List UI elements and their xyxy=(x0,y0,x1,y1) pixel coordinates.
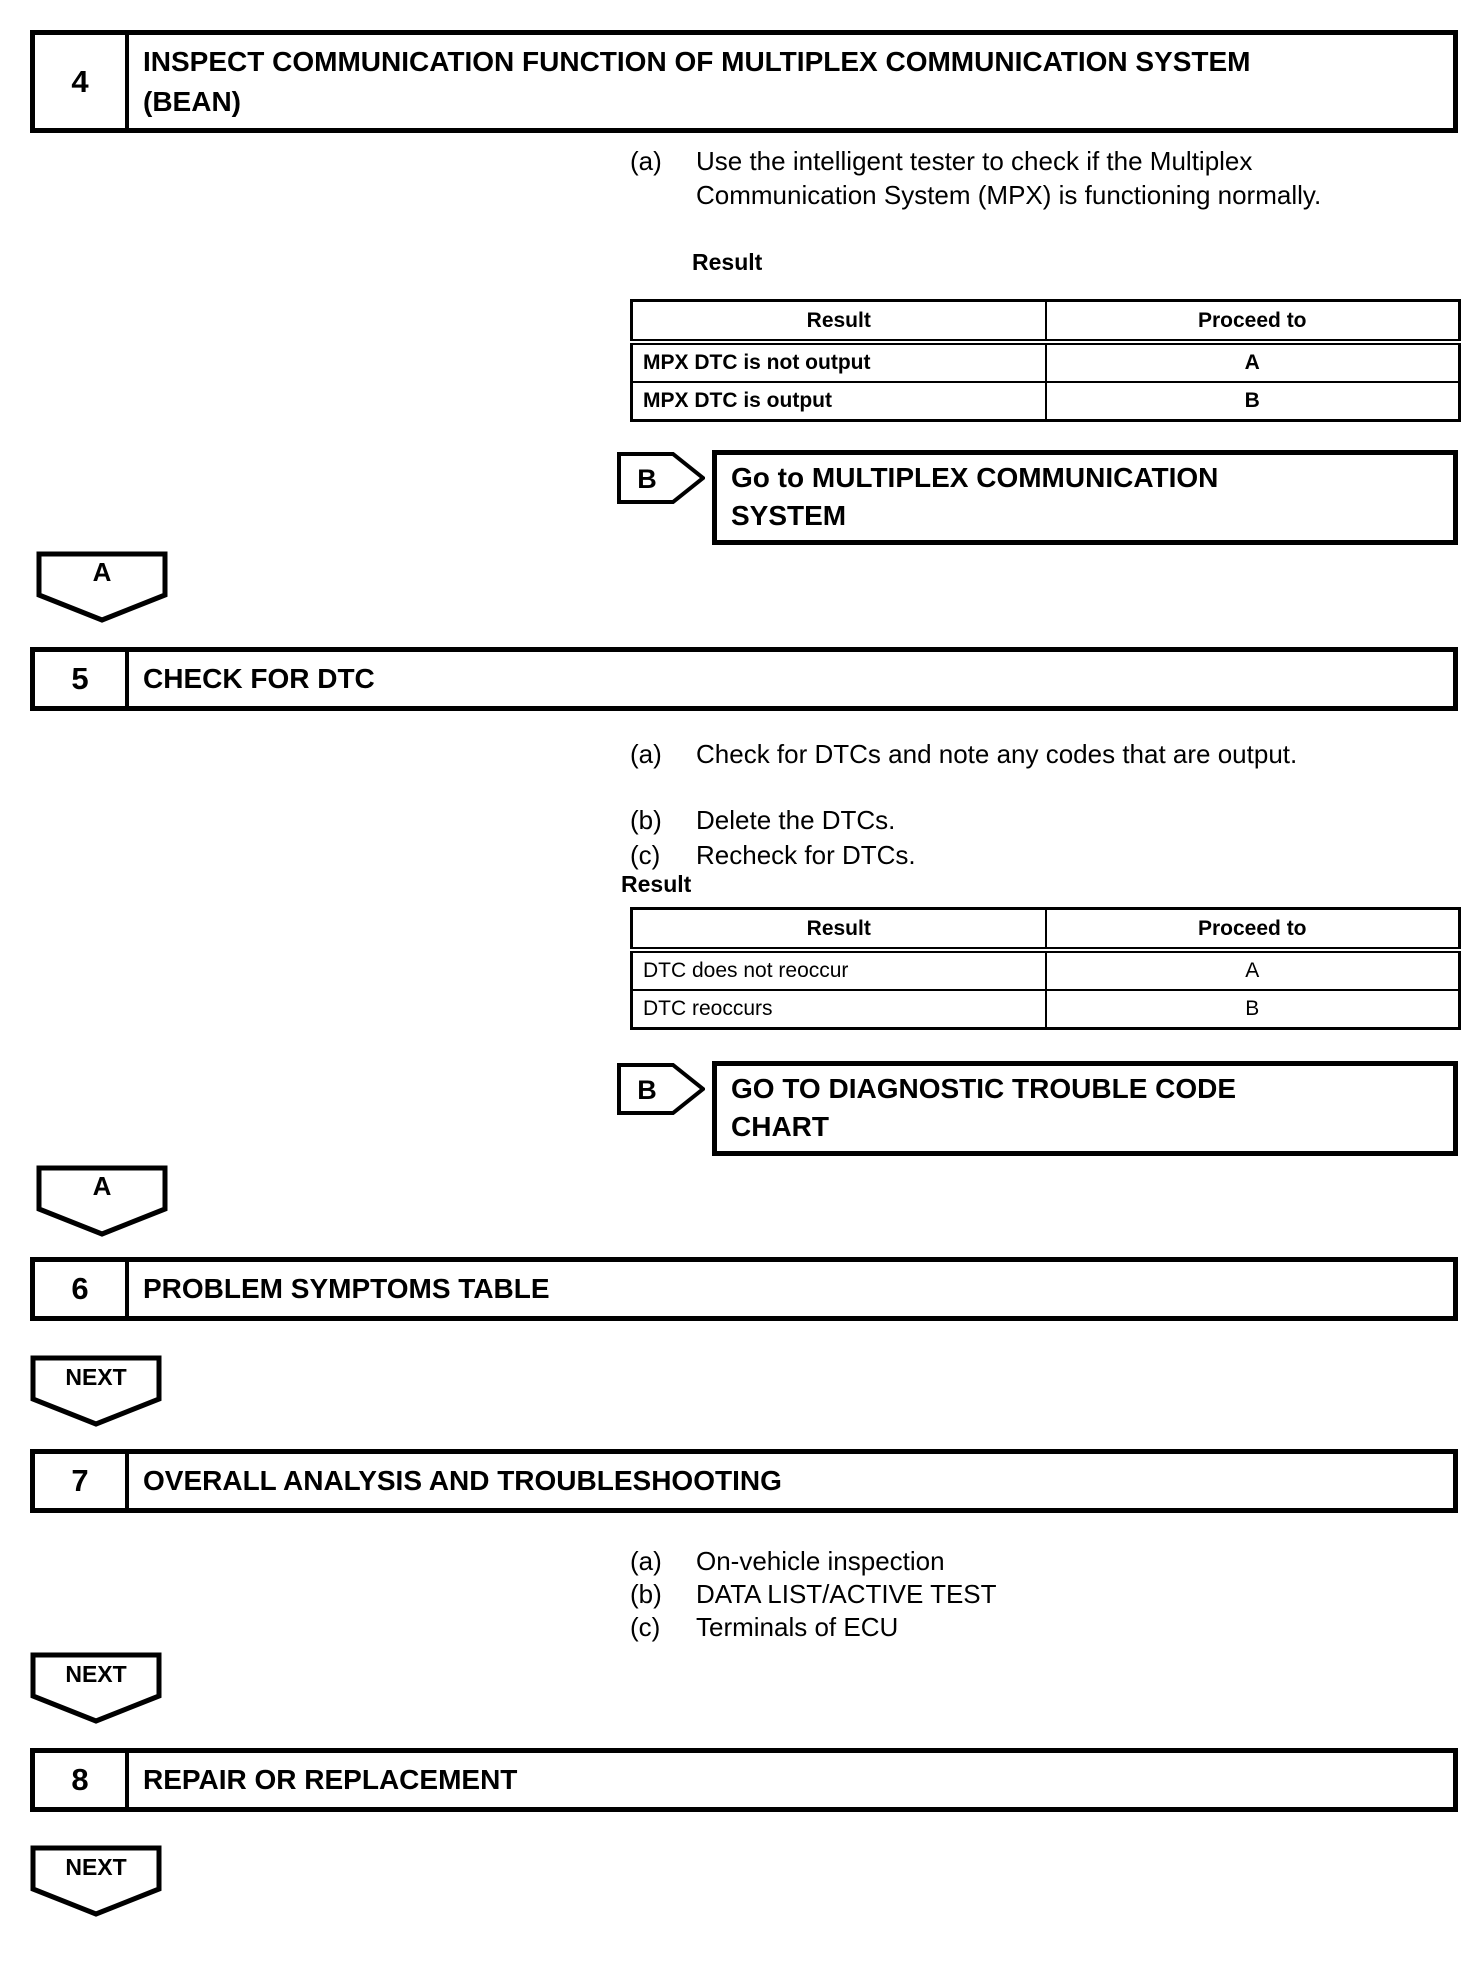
step-title: INSPECT COMMUNICATION FUNCTION OF MULTIP… xyxy=(143,45,1251,117)
step-title: PROBLEM SYMPTOMS TABLE xyxy=(143,1273,550,1304)
step-header-5: 5 CHECK FOR DTC xyxy=(30,647,1458,711)
right-arrow-pentagon-icon: B xyxy=(617,1063,705,1115)
down-pentagon-icon xyxy=(30,1652,162,1724)
instruction-row: (c) Terminals of ECU xyxy=(630,1610,898,1644)
step-title: CHECK FOR DTC xyxy=(143,663,375,694)
proceed-cell: A xyxy=(1044,341,1461,383)
result-heading: Result xyxy=(621,871,692,897)
connector-label: A xyxy=(92,557,112,587)
next-marker: NEXT xyxy=(30,1845,162,1917)
table-row: DTC reoccurs B xyxy=(630,989,1461,1030)
connector-label: NEXT xyxy=(65,1661,127,1687)
proceed-column-header: Proceed to xyxy=(1044,907,1461,953)
next-marker: NEXT xyxy=(30,1355,162,1427)
table-row: MPX DTC is not output A xyxy=(630,341,1461,383)
proceed-cell: B xyxy=(1044,381,1461,422)
instruction-label: (c) xyxy=(630,1612,661,1642)
step-title: REPAIR OR REPLACEMENT xyxy=(143,1764,518,1795)
table-row: MPX DTC is output B xyxy=(630,381,1461,422)
instruction-label: (a) xyxy=(630,739,662,769)
connector-label: NEXT xyxy=(65,1364,127,1390)
instruction-row: (b) Delete the DTCs. xyxy=(630,803,895,837)
next-marker: NEXT xyxy=(30,1652,162,1724)
instruction-text: Terminals of ECU xyxy=(696,1612,899,1642)
result-cell: DTC does not reoccur xyxy=(630,949,1047,991)
connector-a-marker: A xyxy=(36,1165,168,1237)
result-table: Result Proceed to DTC does not reoccur A… xyxy=(630,907,1461,1030)
right-arrow-pentagon-icon: B xyxy=(617,452,705,504)
step-number: 5 xyxy=(35,652,129,706)
result-heading: Result xyxy=(692,249,763,275)
instruction-text: Recheck for DTCs. xyxy=(696,840,916,870)
step-number: 8 xyxy=(35,1753,129,1807)
result-column-header: Result xyxy=(630,299,1047,345)
down-pentagon-icon xyxy=(30,1845,162,1917)
instruction-label: (b) xyxy=(630,1579,662,1609)
branch-action-box: Go to MULTIPLEX COMMUNICATION SYSTEM xyxy=(712,450,1458,545)
down-pentagon-icon xyxy=(36,1165,168,1237)
proceed-cell: A xyxy=(1044,949,1461,991)
result-cell: MPX DTC is not output xyxy=(630,341,1047,383)
connector-a-marker: A xyxy=(36,551,168,623)
instruction-text: Check for DTCs and note any codes that a… xyxy=(696,739,1298,769)
down-pentagon-icon xyxy=(30,1355,162,1427)
instruction-row: (a) Check for DTCs and note any codes th… xyxy=(630,737,1297,771)
instruction-label: (a) xyxy=(630,146,662,176)
step-number: 7 xyxy=(35,1454,129,1508)
branch-b-marker: B xyxy=(617,452,705,504)
result-table: Result Proceed to MPX DTC is not output … xyxy=(630,299,1461,422)
instruction-text: Delete the DTCs. xyxy=(696,805,896,835)
down-pentagon-icon xyxy=(36,551,168,623)
instruction-row: (b) DATA LIST/ACTIVE TEST xyxy=(630,1577,997,1611)
table-row: DTC does not reoccur A xyxy=(630,949,1461,991)
result-column-header: Result xyxy=(630,907,1047,953)
step-header-6: 6 PROBLEM SYMPTOMS TABLE xyxy=(30,1257,1458,1321)
step-header-7: 7 OVERALL ANALYSIS AND TROUBLESHOOTING xyxy=(30,1449,1458,1513)
connector-label: NEXT xyxy=(65,1854,127,1880)
instruction-label: (c) xyxy=(630,840,661,870)
instruction-row: (c) Recheck for DTCs. xyxy=(630,838,916,872)
instruction-text: DATA LIST/ACTIVE TEST xyxy=(696,1579,997,1609)
connector-label: A xyxy=(92,1171,112,1201)
table-header-row: Result Proceed to xyxy=(630,299,1461,345)
branch-marker-label: B xyxy=(637,464,657,494)
result-cell: MPX DTC is output xyxy=(630,381,1047,422)
step-title: OVERALL ANALYSIS AND TROUBLESHOOTING xyxy=(143,1465,782,1496)
branch-action-box: GO TO DIAGNOSTIC TROUBLE CODE CHART xyxy=(712,1061,1458,1156)
proceed-cell: B xyxy=(1044,989,1461,1030)
instruction-label: (a) xyxy=(630,1546,662,1576)
step-header-8: 8 REPAIR OR REPLACEMENT xyxy=(30,1748,1458,1812)
table-header-row: Result Proceed to xyxy=(630,907,1461,953)
step-number: 4 xyxy=(35,35,129,128)
instruction-text: On-vehicle inspection xyxy=(696,1546,945,1576)
instruction-label: (b) xyxy=(630,805,662,835)
step-number: 6 xyxy=(35,1262,129,1316)
instruction-row: (a) Use the intelligent tester to check … xyxy=(630,144,1321,212)
proceed-column-header: Proceed to xyxy=(1044,299,1461,345)
instruction-row: (a) On-vehicle inspection xyxy=(630,1544,945,1578)
branch-b-marker: B xyxy=(617,1063,705,1115)
branch-marker-label: B xyxy=(637,1075,657,1105)
result-cell: DTC reoccurs xyxy=(630,989,1047,1030)
step-header-4: 4 INSPECT COMMUNICATION FUNCTION OF MULT… xyxy=(30,30,1458,133)
instruction-text: Use the intelligent tester to check if t… xyxy=(696,146,1322,210)
